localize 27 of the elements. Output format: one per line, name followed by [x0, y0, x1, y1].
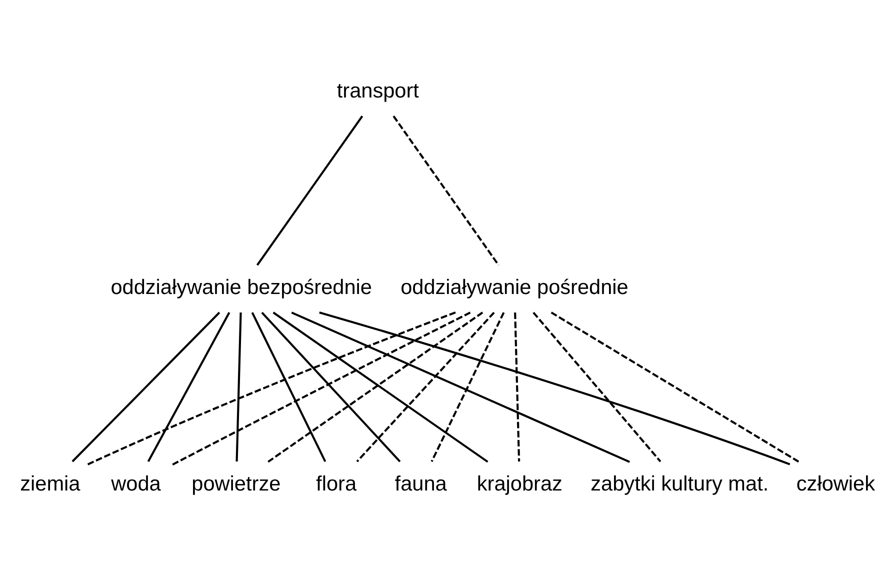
node-text: flora — [316, 472, 357, 496]
node-text: zabytki kultury mat. — [590, 472, 769, 496]
connector — [356, 312, 495, 462]
connector — [291, 312, 630, 463]
node-text: woda — [111, 472, 161, 496]
node-text: oddziaływanie bezpośrednie — [110, 276, 372, 299]
node-text: transport — [336, 80, 419, 103]
node-text: fauna — [394, 472, 447, 496]
node-text: człowiek — [796, 472, 876, 496]
connector — [147, 312, 230, 462]
connector — [72, 312, 220, 462]
connector — [514, 312, 520, 462]
connector — [236, 312, 242, 462]
node-text: powietrze — [192, 472, 281, 496]
connector — [430, 312, 505, 462]
connector — [256, 116, 364, 266]
connector — [251, 312, 326, 462]
connector — [261, 312, 401, 462]
connector — [86, 311, 456, 466]
node-text: ziemia — [20, 472, 80, 496]
connector — [392, 116, 500, 266]
connector — [319, 311, 790, 466]
connector — [550, 312, 800, 463]
node-text: krajobraz — [476, 472, 562, 496]
connector — [170, 312, 471, 466]
connector — [532, 312, 662, 462]
node-text: oddziaływanie pośrednie — [400, 276, 628, 299]
